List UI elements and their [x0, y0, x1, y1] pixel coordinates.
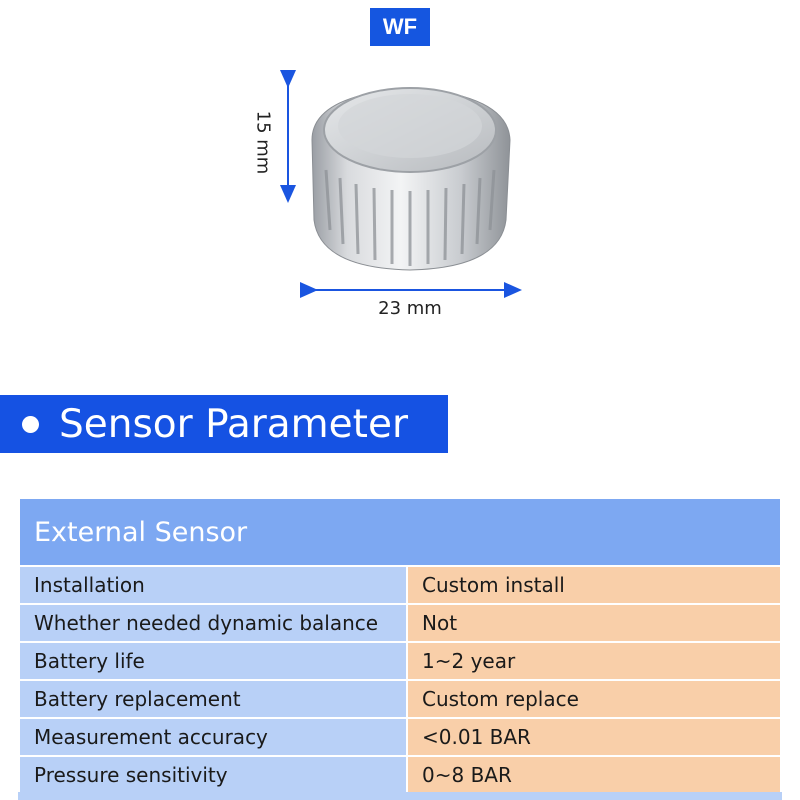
row-key: Pressure sensitivity	[18, 755, 408, 795]
width-dimension-label: 23 mm	[378, 298, 442, 319]
row-key: Installation	[18, 565, 408, 605]
row-value: 0~8 BAR	[406, 755, 782, 795]
row-key: Whether needed dynamic balance	[18, 603, 408, 643]
row-value: <0.01 BAR	[406, 717, 782, 757]
row-value: 1~2 year	[406, 641, 782, 681]
table-header-row: External Sensor	[18, 497, 782, 567]
table-row: Whether needed dynamic balance Not	[18, 603, 782, 643]
table-row: Battery life 1~2 year	[18, 641, 782, 681]
table-header: External Sensor	[18, 497, 782, 567]
table-row: Measurement accuracy <0.01 BAR	[18, 717, 782, 757]
table-row: Battery replacement Custom replace	[18, 679, 782, 719]
section-title: Sensor Parameter	[59, 401, 408, 447]
row-value: Custom install	[406, 565, 782, 605]
row-key: Battery replacement	[18, 679, 408, 719]
table-row: Installation Custom install	[18, 565, 782, 605]
model-badge-label: WF	[382, 14, 418, 39]
row-value: Custom replace	[406, 679, 782, 719]
row-key: Battery life	[18, 641, 408, 681]
parameter-table: External Sensor Installation Custom inst…	[18, 497, 782, 795]
model-badge: WF	[370, 8, 430, 46]
bullet-dot-icon	[22, 415, 39, 433]
height-dimension-label: 15 mm	[252, 110, 274, 175]
sensor-cap-illustration	[280, 70, 522, 298]
table-bottom-edge	[18, 792, 782, 800]
row-key: Measurement accuracy	[18, 717, 408, 757]
section-banner: Sensor Parameter	[0, 395, 448, 453]
row-value: Not	[406, 603, 782, 643]
table-row: Pressure sensitivity 0~8 BAR	[18, 755, 782, 795]
cap-body	[311, 87, 511, 271]
